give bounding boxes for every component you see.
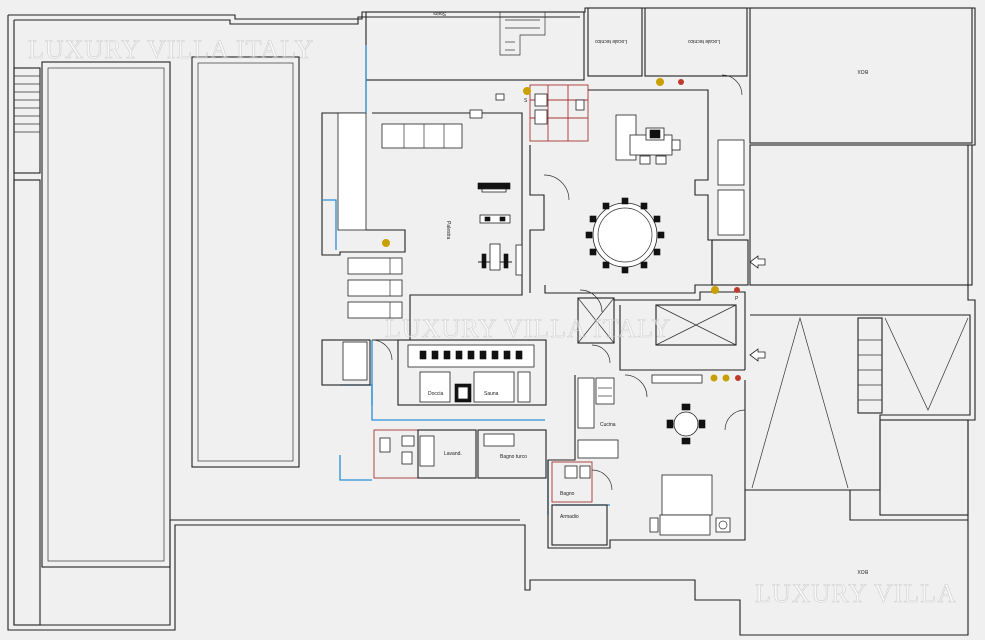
kitchen-island: [615, 114, 681, 165]
left-stairs: [13, 67, 41, 626]
marker-gold: [722, 374, 730, 382]
watermark-bottom-right: LUXURY VILLA: [755, 579, 957, 608]
spa-row: Doccia Sauna: [321, 339, 547, 406]
weight-machine: [479, 214, 511, 224]
room-label-stairs: Stairs: [433, 10, 446, 16]
elevator-shafts: [577, 291, 746, 371]
watermark: LUXURY VILLA ITALY: [28, 35, 314, 64]
bagno-turco-room: Bagno turco: [477, 429, 547, 479]
side-cabinets: [711, 139, 749, 286]
marker-red: [678, 79, 684, 85]
marker-s: S: [524, 98, 528, 104]
room-label-doccia: Doccia: [428, 391, 444, 397]
gym-room: Palestra: [321, 80, 523, 341]
marker-p: P: [735, 296, 739, 302]
room-label-box-bottom: BOX: [857, 568, 868, 574]
locale-tecnico-right-room: Locale tecnico: [644, 7, 748, 77]
room-label-cucina: Cucina: [600, 422, 616, 428]
upper-bathroom: [529, 84, 589, 142]
bed: [661, 474, 713, 516]
cucina-counter: [577, 377, 595, 429]
marker-red: [734, 287, 740, 293]
marker-gold: [523, 87, 531, 95]
pool-right: [191, 56, 300, 468]
marker-red: [735, 375, 741, 381]
small-dining-table: [666, 403, 706, 445]
electrical-markers: S P: [382, 78, 741, 382]
treadmill: [477, 182, 511, 193]
room-label-palestra: Palestra: [445, 221, 451, 240]
room-label-locale-tecnico-right: Locale tecnico: [688, 38, 720, 44]
pool-left: [41, 61, 171, 568]
room-label-lavand: Lavand.: [444, 451, 462, 457]
kitchen-dining-room: [529, 74, 749, 313]
sofa: [659, 514, 711, 536]
gym-bench: [381, 123, 463, 149]
locale-tecnico-left-room: Locale tecnico: [587, 7, 643, 77]
marker-gold: [710, 374, 718, 382]
marker-gold: [656, 78, 664, 86]
room-label-locale-tecnico-left: Locale tecnico: [595, 38, 627, 44]
room-label-bathroom: Bagno: [560, 491, 575, 497]
bench-press: [478, 243, 512, 271]
room-label-box-top: BOX: [857, 68, 868, 74]
lower-apartment: Cucina Bagno Armadio: [547, 374, 746, 549]
top-stairs-room: Stairs: [365, 10, 585, 81]
dining-table: [585, 197, 665, 274]
lavanderia-room: Lavand.: [417, 429, 477, 479]
box-bottom-room: BOX: [745, 489, 968, 574]
watermark-center: LUXURY VILLA ITALY: [385, 314, 671, 343]
ramp-area: [750, 314, 971, 516]
bar-stools: [419, 350, 523, 360]
room-label-bagno-turco: Bagno turco: [500, 454, 527, 460]
entrance-arrows: [749, 255, 766, 362]
box-top-room: BOX: [749, 7, 973, 144]
box-right-room: [749, 144, 973, 286]
sun-loungers: [347, 257, 403, 319]
marker-gold: [711, 286, 719, 294]
marker-gold: [382, 239, 390, 247]
wc-room: [373, 429, 419, 479]
room-label-sauna: Sauna: [484, 391, 499, 397]
room-label-closet: Armadio: [560, 514, 579, 520]
